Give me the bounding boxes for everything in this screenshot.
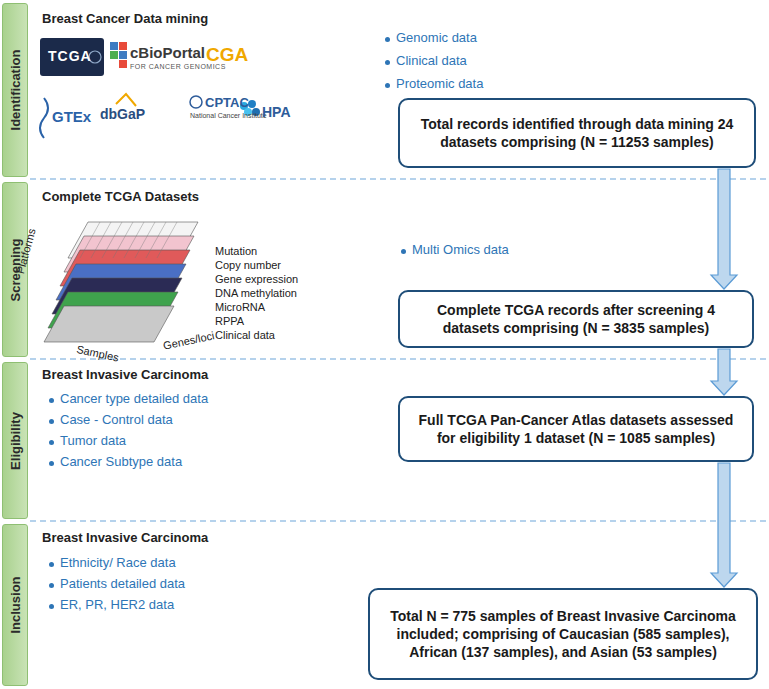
process-box: Full TCGA Pan-Cancer Atlas datasets asse… — [398, 396, 754, 462]
logo-text: TCGA — [48, 48, 92, 64]
grid-line — [157, 222, 177, 258]
layer-label: DNA methylation — [215, 287, 297, 300]
bullet-dot — [385, 83, 390, 88]
process-box: Total records identified through data mi… — [398, 98, 756, 168]
grid-line — [124, 222, 144, 258]
bullet-text: Tumor data — [60, 434, 126, 449]
bullet-text: Cancer Subtype data — [60, 455, 182, 470]
section-divider — [30, 520, 769, 522]
grid-line — [102, 222, 122, 258]
bullet-text: Clinical data — [396, 54, 467, 69]
logo-text: CPTAC — [205, 96, 249, 111]
layer-label: Samples — [75, 343, 119, 364]
layer-label: Genes/loci — [162, 329, 215, 352]
box-text: Total records identified through data mi… — [410, 115, 744, 151]
stage-band: Inclusion — [2, 524, 28, 686]
logo-text: CGA — [206, 44, 248, 66]
omics-layers-illustration — [44, 222, 198, 342]
logo-text: HPA — [262, 104, 291, 120]
bullet-text: Case - Control data — [60, 413, 173, 428]
layer-label: RPPA — [215, 315, 244, 328]
layer-label: Gene expression — [215, 273, 298, 286]
bullet-text: Cancer type detailed data — [60, 392, 208, 407]
bullet-dot — [49, 461, 54, 466]
layer-label: Clinical data — [215, 329, 275, 342]
layer-label: Copy number — [215, 259, 281, 272]
tcga-logo — [40, 38, 104, 76]
flow-arrow — [711, 169, 737, 289]
grid-line — [146, 222, 166, 258]
bullet-text: Patients detailed data — [60, 577, 185, 592]
bullet-text: Genomic data — [396, 31, 477, 46]
bullet-dot — [49, 562, 54, 567]
grid-line — [135, 222, 155, 258]
logo-subtext: National Cancer Institute — [190, 112, 267, 120]
dbgap-icon — [116, 94, 136, 106]
layer-label: MicroRNA — [215, 301, 265, 314]
cptac-icon — [190, 96, 202, 108]
stage-label: Eligibility — [8, 412, 23, 470]
flow-arrow — [711, 463, 737, 587]
bullet-text: Ethnicity/ Race data — [60, 556, 176, 571]
bullet-dot — [49, 440, 54, 445]
stage-band: Identification — [2, 3, 28, 177]
logo-text: cBioPortal — [130, 44, 205, 61]
layer-label: Mutation — [215, 245, 257, 258]
grid-line — [113, 222, 133, 258]
bullet-dot — [49, 604, 54, 609]
box-text: Complete TCGA records after screening 4 … — [410, 301, 742, 337]
section-heading: Breast Cancer Data mining — [42, 12, 208, 27]
box-text: Full TCGA Pan-Cancer Atlas datasets asse… — [410, 411, 742, 447]
bullet-dot — [385, 60, 390, 65]
stage-label: Inclusion — [8, 576, 23, 633]
bullet-dot — [49, 583, 54, 588]
bullet-text: Proteomic data — [396, 77, 483, 92]
section-heading: Breast Invasive Carcinoma — [42, 368, 208, 383]
stage-label: Identification — [8, 50, 23, 131]
logo-text: dbGaP — [100, 106, 145, 122]
section-heading: Complete TCGA Datasets — [42, 190, 199, 205]
box-text: Total N = 775 samples of Breast Invasive… — [380, 607, 746, 662]
cbioportal-icon — [110, 42, 127, 68]
bullet-text: ER, PR, HER2 data — [60, 598, 174, 613]
grid-line — [80, 222, 100, 258]
process-box: Total N = 775 samples of Breast Invasive… — [368, 588, 758, 680]
section-divider — [30, 178, 769, 180]
flow-arrow — [711, 349, 737, 395]
layer-grid-lines — [80, 222, 177, 258]
logo-text: GTEx — [52, 108, 91, 125]
bullet-dot — [385, 37, 390, 42]
section-divider — [30, 358, 769, 360]
stage-band: Eligibility — [2, 362, 28, 519]
gtex-icon — [40, 98, 48, 138]
process-box: Complete TCGA records after screening 4 … — [398, 290, 754, 348]
bullet-text: Multi Omics data — [412, 243, 509, 258]
section-heading: Breast Invasive Carcinoma — [42, 531, 208, 546]
bullet-dot — [401, 249, 406, 254]
bullet-dot — [49, 398, 54, 403]
bullet-dot — [49, 419, 54, 424]
grid-line — [91, 222, 111, 258]
